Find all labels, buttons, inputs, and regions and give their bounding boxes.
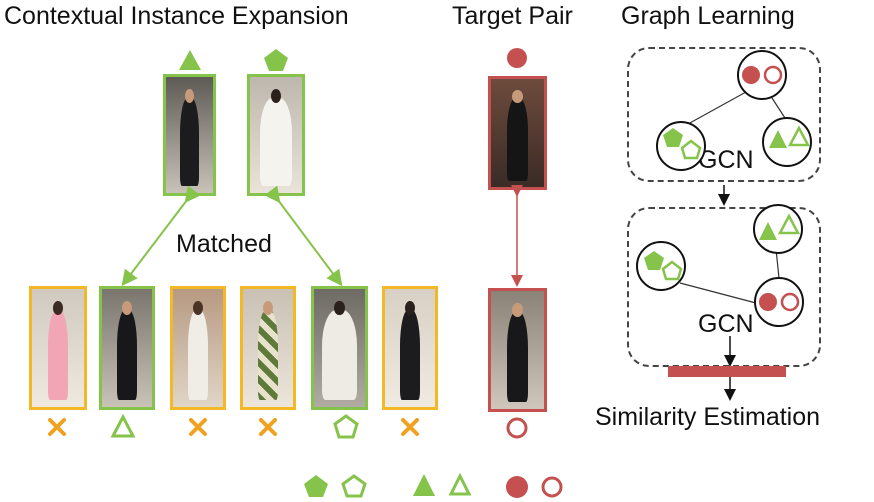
context-photo-man <box>163 74 216 196</box>
legend-outline-triangle-icon <box>448 472 472 496</box>
similarity-estimation-label: Similarity Estimation <box>595 403 821 431</box>
gallery-photo-5 <box>311 286 368 410</box>
legend-outline-circle-icon <box>541 476 563 498</box>
target-photo-bottom <box>488 288 547 412</box>
legend-filled-triangle-icon <box>413 474 435 496</box>
gallery-cross-marker-4 <box>259 418 277 436</box>
graph1-node-triangle <box>762 117 812 167</box>
target-photo-top <box>488 76 547 190</box>
heading-graph-learning: Graph Learning <box>621 2 795 30</box>
similarity-bar <box>668 366 786 377</box>
graph2-node-circle <box>754 277 804 327</box>
target-outline-circle-marker <box>506 417 528 439</box>
heading-contextual-instance-expansion: Contextual Instance Expansion <box>4 2 349 30</box>
context-pentagon-marker <box>264 49 288 71</box>
gcn-label-1: GCN <box>698 146 754 174</box>
gallery-photo-4 <box>240 286 296 410</box>
gallery-outline-triangle-marker <box>110 413 136 438</box>
legend-filled-circle-icon <box>506 476 528 498</box>
legend-filled-pentagon-icon <box>304 475 328 497</box>
gallery-photo-2 <box>99 286 155 410</box>
gallery-cross-marker-6 <box>401 418 419 436</box>
context-triangle-marker <box>179 50 201 70</box>
gallery-photo-3 <box>170 286 226 410</box>
gallery-cross-marker-1 <box>48 418 66 436</box>
legend-outline-pentagon-icon <box>341 474 367 498</box>
gallery-outline-pentagon-marker <box>333 414 359 439</box>
context-photo-bride <box>247 74 305 196</box>
gallery-photo-6 <box>382 286 438 410</box>
matched-arrow-man <box>121 185 201 287</box>
graph2-edge-left <box>679 282 757 304</box>
gcn-graph-box-1 <box>627 47 821 182</box>
gallery-cross-marker-3 <box>189 418 207 436</box>
graph1-edge-left <box>687 91 747 125</box>
graph1-edge-right <box>771 97 786 119</box>
gcn-label-2: GCN <box>698 310 754 338</box>
graph1-node-circle <box>737 50 787 100</box>
target-circle-marker <box>507 48 527 68</box>
gallery-photo-1 <box>29 286 87 410</box>
matched-arrow-bride <box>264 185 343 287</box>
heading-target-pair: Target Pair <box>452 2 573 30</box>
